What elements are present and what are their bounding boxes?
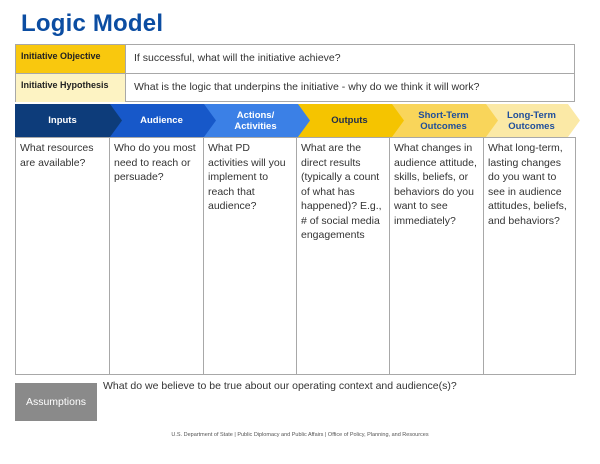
chevron-short-term-outcomes-label: Outcomes — [420, 120, 467, 132]
objective-label: Initiative Objective — [16, 45, 126, 73]
assumptions-label-box: Assumptions — [15, 383, 97, 421]
actions-prompt: What PD activities will you implement to… — [208, 142, 286, 212]
chevron-short-term-label: Short-Term — [418, 109, 469, 121]
chevron-inputs-label: Inputs — [48, 115, 77, 126]
page-title: Logic Model — [21, 10, 164, 37]
inputs-prompt: What resources are available? — [20, 142, 94, 169]
chevron-long-term-label: Long-Term — [507, 109, 556, 121]
logic-model-grid: What resources are available? Who do you… — [15, 137, 576, 375]
short-term-outcomes-column[interactable]: What changes in audience attitude, skill… — [389, 138, 483, 374]
chevron-actions-label: Actions/ — [236, 109, 275, 121]
chevron-activities-label: Activities — [234, 120, 277, 132]
hypothesis-label: Initiative Hypothesis — [16, 74, 126, 102]
footer-attribution: U.S. Department of State | Public Diplom… — [171, 432, 429, 438]
long-term-outcomes-column[interactable]: What long-term, lasting changes do you w… — [483, 138, 577, 374]
objective-text[interactable]: If successful, what will the initiative … — [134, 52, 341, 64]
chevron-outputs: Outputs — [295, 104, 404, 137]
chevron-audience: Audience — [107, 104, 216, 137]
outputs-column[interactable]: What are the direct results (typically a… — [296, 138, 389, 374]
long-term-outcomes-prompt: What long-term, lasting changes do you w… — [488, 142, 567, 227]
outputs-prompt: What are the direct results (typically a… — [301, 142, 382, 241]
actions-column[interactable]: What PD activities will you implement to… — [203, 138, 296, 374]
short-term-outcomes-prompt: What changes in audience attitude, skill… — [394, 142, 477, 227]
chevron-long-term-outcomes-label: Outcomes — [508, 120, 555, 132]
audience-column[interactable]: Who do you most need to reach or persuad… — [109, 138, 203, 374]
hypothesis-row: Initiative Hypothesis What is the logic … — [16, 73, 574, 102]
initiative-table: Initiative Objective If successful, what… — [15, 44, 575, 102]
hypothesis-text[interactable]: What is the logic that underpins the ini… — [134, 81, 480, 93]
chevron-inputs: Inputs — [15, 104, 122, 137]
objective-row: Initiative Objective If successful, what… — [16, 45, 574, 73]
chevron-outputs-label: Outputs — [331, 115, 368, 126]
logic-chevron-bar: Inputs Audience Actions/Activities Outpu… — [15, 104, 580, 137]
inputs-column[interactable]: What resources are available? — [16, 138, 109, 374]
assumptions-text[interactable]: What do we believe to be true about our … — [103, 380, 457, 392]
assumptions-label: Assumptions — [25, 396, 87, 408]
chevron-actions-activities: Actions/Activities — [201, 104, 310, 137]
chevron-audience-label: Audience — [140, 115, 183, 126]
audience-prompt: Who do you most need to reach or persuad… — [114, 142, 196, 183]
